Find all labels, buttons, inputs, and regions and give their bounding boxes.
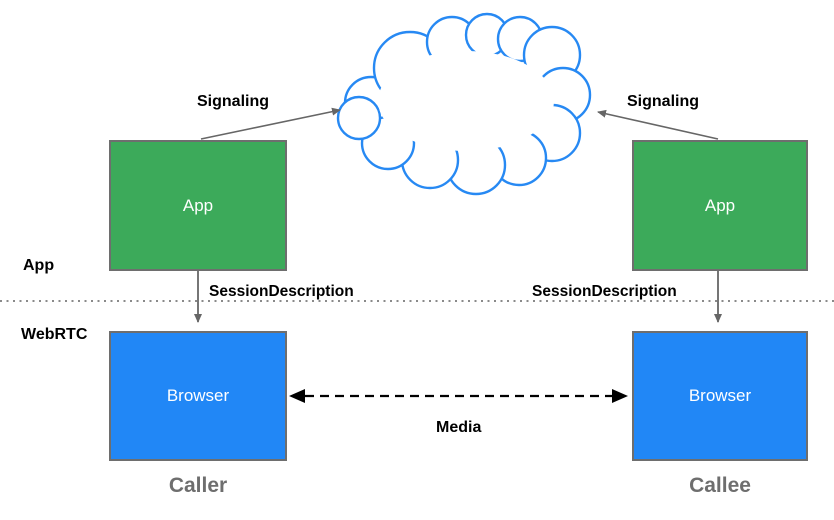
signaling-label-right: Signaling — [627, 93, 699, 110]
caller-app-label: App — [182, 195, 214, 215]
signaling-arrow-right — [597, 109, 719, 140]
media-label: Media — [436, 419, 482, 436]
signaling-arrow-left — [200, 107, 341, 140]
caller-app-box: App — [109, 140, 287, 271]
caller-browser-label: Browser — [166, 386, 230, 405]
caller-browser-box: Browser — [109, 331, 287, 461]
session-description-label-right: SessionDescription — [532, 283, 677, 300]
caller-caption: Caller — [168, 474, 228, 497]
signaling-label-left: Signaling — [197, 93, 269, 110]
media-arrow — [289, 389, 628, 403]
callee-app-label: App — [704, 195, 736, 215]
network-cloud-icon — [336, 12, 592, 196]
session-description-label-left: SessionDescription — [209, 283, 354, 300]
callee-app-box: App — [632, 140, 808, 271]
callee-browser-box: Browser — [632, 331, 808, 461]
callee-browser-label: Browser — [688, 386, 752, 405]
webrtc-layer-label: WebRTC — [21, 326, 88, 343]
app-layer-label: App — [23, 257, 55, 274]
callee-caption: Callee — [689, 474, 751, 497]
